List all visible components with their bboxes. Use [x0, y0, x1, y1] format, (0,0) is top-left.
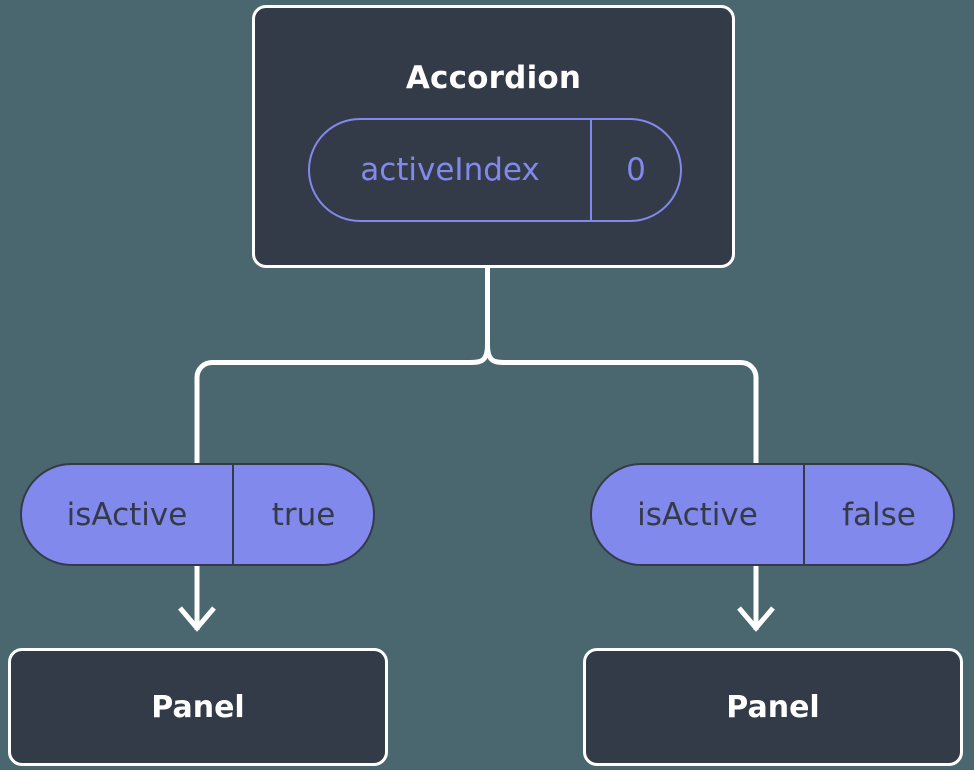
- state-pill-key: activeIndex: [310, 120, 592, 220]
- accordion-title: Accordion: [405, 60, 582, 96]
- prop-pill-key: isActive: [22, 465, 234, 564]
- prop-pill-key: isActive: [592, 465, 805, 564]
- prop-pill-value: true: [271, 496, 336, 533]
- prop-pill-is-active-true[interactable]: isActive true: [20, 463, 375, 566]
- panel-title: Panel: [726, 690, 820, 725]
- panel-title: Panel: [151, 690, 245, 725]
- arrow-head-right: [737, 606, 775, 632]
- connector-branch-right: [485, 344, 759, 463]
- accordion-node[interactable]: Accordion: [252, 5, 735, 268]
- panel-node-left[interactable]: Panel: [8, 648, 388, 766]
- panel-node-right[interactable]: Panel: [583, 648, 963, 766]
- prop-pill-value: false: [842, 496, 916, 533]
- prop-pill-is-active-false[interactable]: isActive false: [590, 463, 955, 566]
- state-pill-value: 0: [626, 152, 646, 188]
- arrow-head-left: [178, 606, 216, 632]
- state-pill-active-index[interactable]: activeIndex 0: [308, 118, 682, 222]
- connector-branch-left: [194, 344, 490, 463]
